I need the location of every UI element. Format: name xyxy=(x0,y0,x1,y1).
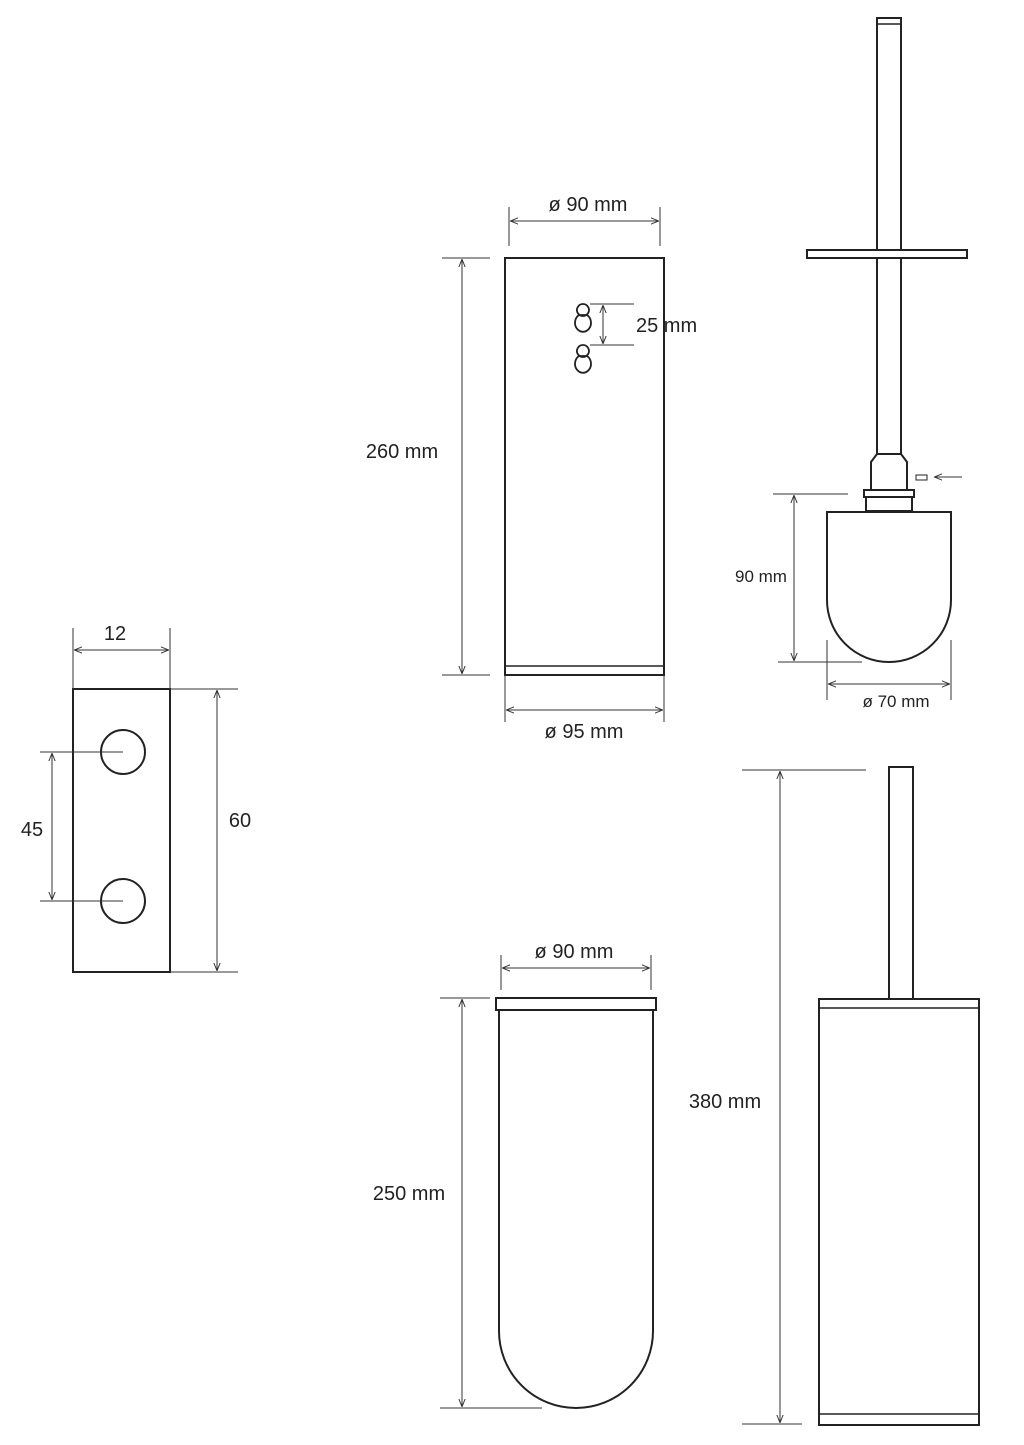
screw-icon xyxy=(915,474,928,481)
insert-diameter-label: ø 90 mm xyxy=(535,941,614,963)
keyhole-spacing-label: 25 mm xyxy=(636,315,697,337)
keyhole-bottom xyxy=(574,344,592,374)
brush-head xyxy=(826,511,952,663)
holder-height-label: 260 mm xyxy=(366,441,438,463)
brush-lid-disc xyxy=(806,249,968,259)
holder-top-diameter-label: ø 90 mm xyxy=(549,194,628,216)
holder-insert: ø 90 mm 250 mm xyxy=(373,941,657,1409)
toilet-brush: 90 mm ø 70 mm xyxy=(735,17,968,711)
assembled-unit: 380 mm xyxy=(689,766,980,1426)
insert-cup xyxy=(498,1009,654,1409)
brush-handle xyxy=(876,17,902,455)
brush-neck xyxy=(870,453,908,491)
holder-rear-view: 25 mm ø 90 mm 260 mm ø 95 mm xyxy=(366,194,697,743)
insert-rim xyxy=(495,997,657,1011)
wall-bracket: 12 45 60 xyxy=(21,623,251,973)
holder-bottom-diameter-label: ø 95 mm xyxy=(545,721,624,743)
assembly-height-label: 380 mm xyxy=(689,1091,761,1113)
brush-head-diameter-label: ø 70 mm xyxy=(862,692,929,711)
assembly-handle xyxy=(888,766,914,1000)
brush-head-height-label: 90 mm xyxy=(735,567,787,586)
assembly-body xyxy=(818,998,980,1426)
brush-collar xyxy=(863,489,915,498)
insert-height-label: 250 mm xyxy=(373,1183,445,1205)
bracket-width-label: 12 xyxy=(104,623,126,645)
brush-collar-base xyxy=(865,496,913,512)
keyhole-top xyxy=(574,303,592,333)
bracket-height-label: 60 xyxy=(229,810,251,832)
holder-body xyxy=(504,257,665,676)
bracket-hole-spacing-label: 45 xyxy=(21,819,43,841)
